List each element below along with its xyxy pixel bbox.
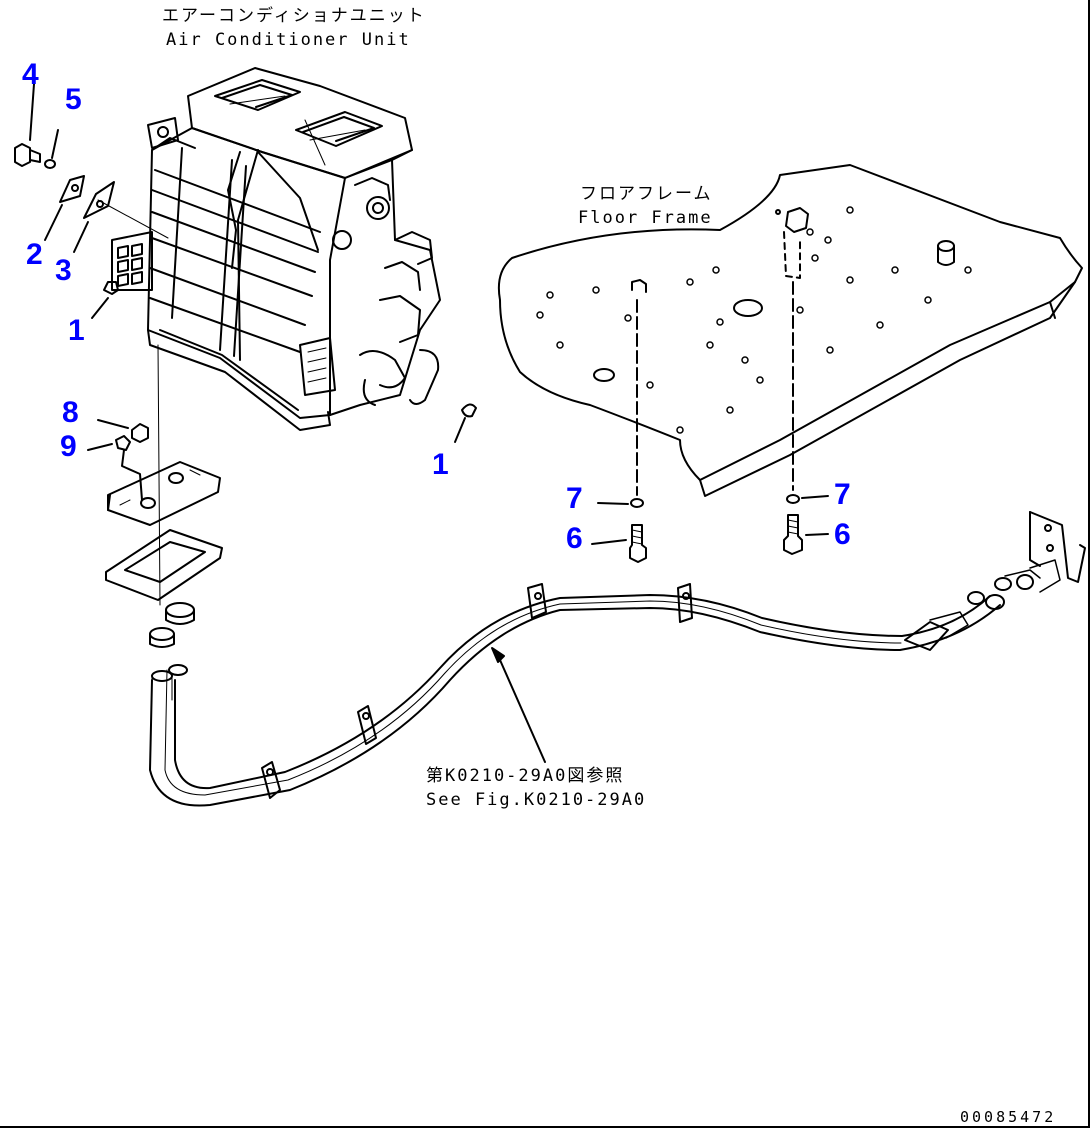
callout-8: 8 (62, 396, 79, 429)
callout-1-left: 1 (68, 314, 85, 347)
floor-frame-label-jp: フロアフレーム (580, 184, 713, 204)
center-line (157, 344, 161, 606)
callout-1-right: 1 (432, 448, 449, 481)
callout-6-left: 6 (566, 522, 583, 555)
heater-hoses (149, 511, 1086, 807)
floor-frame (497, 164, 1083, 497)
part-6-bolts (591, 514, 829, 563)
pad-plate (107, 461, 221, 526)
air-conditioner-label-jp: エアーコンディショナユニット (162, 6, 426, 26)
callout-2: 2 (26, 238, 43, 271)
part-7-washers (597, 494, 829, 508)
part-1-right (454, 403, 477, 443)
gasket (105, 529, 223, 601)
part-2-bracket (44, 175, 85, 241)
part-8-nut (97, 419, 149, 443)
callout-7-right: 7 (834, 478, 851, 511)
callout-3: 3 (55, 254, 72, 287)
callout-7-left: 7 (566, 482, 583, 515)
part-4-bolt (14, 83, 41, 167)
floor-frame-label-en: Floor Frame (578, 208, 713, 228)
hose-clamps (149, 602, 195, 648)
part-9-clip (87, 435, 143, 501)
callout-4: 4 (22, 58, 39, 91)
see-fig-label-jp: 第K0210-29A0図参照 (426, 766, 625, 786)
callout-9: 9 (60, 430, 77, 463)
air-conditioner-unit (111, 67, 441, 431)
part-5-washer (44, 129, 59, 169)
air-conditioner-label-en: Air Conditioner Unit (166, 30, 411, 50)
bracket-leader (97, 199, 169, 239)
drawing-number: 00085472 (960, 1108, 1057, 1126)
see-fig-label-en: See Fig.K0210-29A0 (426, 790, 647, 810)
part-1-left (91, 281, 119, 319)
callout-5: 5 (65, 83, 82, 116)
callout-6-right: 6 (834, 518, 851, 551)
